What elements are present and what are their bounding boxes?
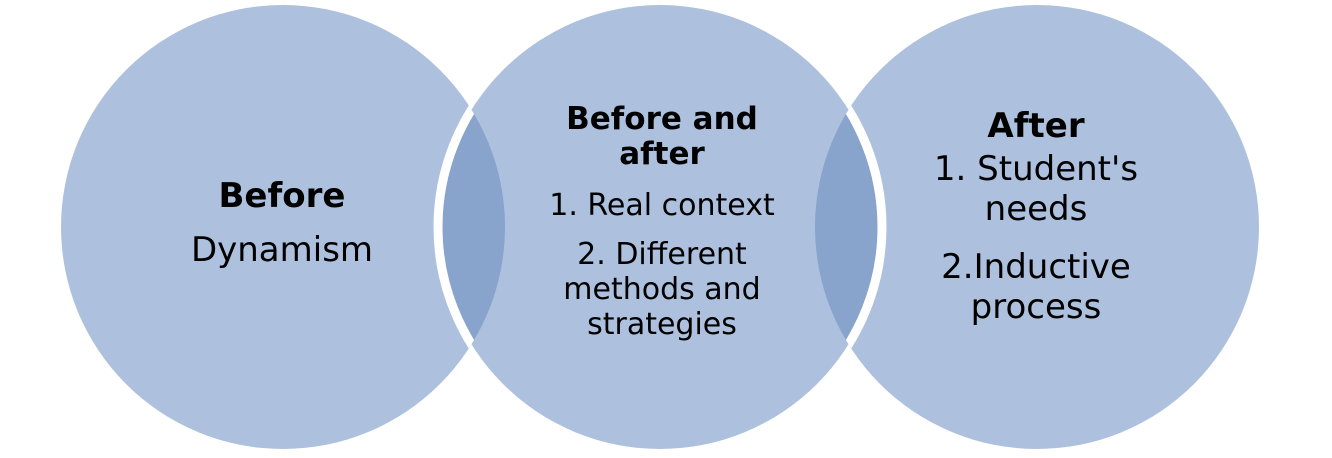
- circle-after: [815, 5, 1259, 449]
- circle-before-title: Before: [218, 176, 346, 216]
- circle-before-label: Before Dynamism: [162, 176, 402, 270]
- circle-before-and-after-title: Before and after: [566, 101, 758, 172]
- circle-after-item-1: 1. Student's needs: [933, 149, 1139, 229]
- circle-after-label: After 1. Student's needs 2.Inductive pro…: [896, 105, 1176, 327]
- circle-before-and-after-item-1: 1. Real context: [549, 188, 775, 223]
- circle-after-title: After: [987, 106, 1085, 146]
- separator-left: [433, 5, 505, 449]
- circle-before-and-after: [438, 5, 882, 449]
- circle-before: [61, 5, 505, 449]
- circle-before-item-1: Dynamism: [190, 230, 374, 270]
- circle-after-item-2: 2.Inductive process: [941, 247, 1131, 327]
- separator-right: [815, 5, 887, 449]
- circle-before-and-after-item-2: 2. Different methods and strategies: [563, 237, 761, 342]
- circle-before-and-after-label: Before and after 1. Real context 2. Diff…: [520, 101, 804, 343]
